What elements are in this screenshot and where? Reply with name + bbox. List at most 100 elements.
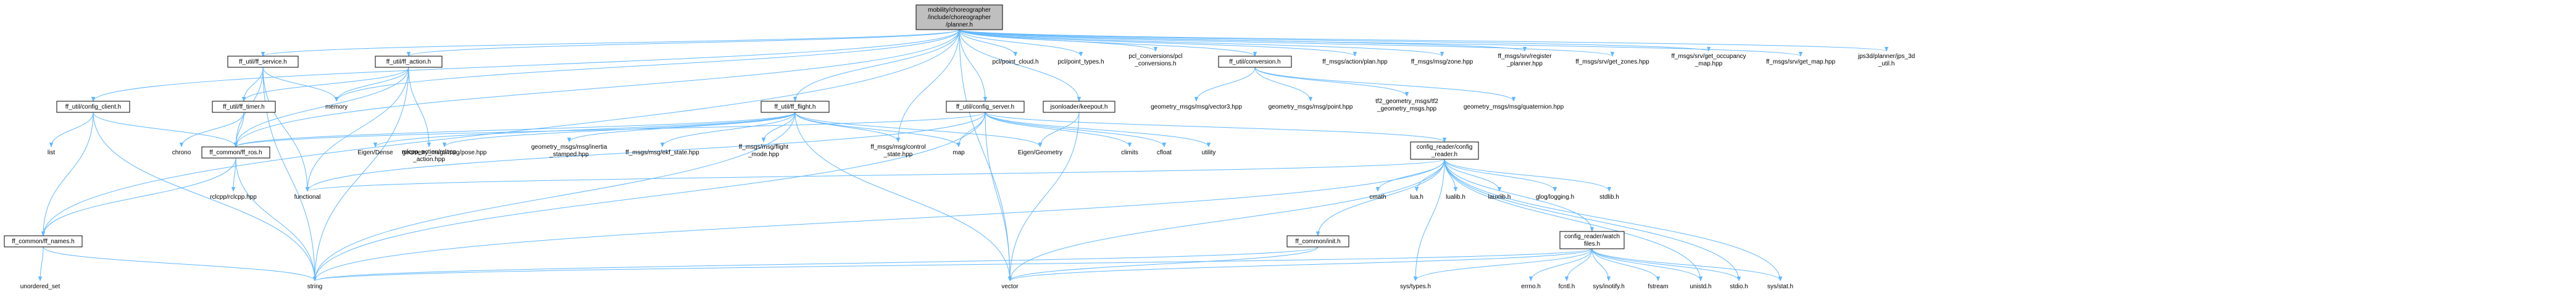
edge-planner-to-memory [336, 29, 960, 102]
edge-planner-to-jps3d [959, 29, 1886, 52]
node-ff-service[interactable]: ff_util/ff_service.h [227, 56, 299, 68]
node-ekf-state: ff_msgs/msg/ekf_state.hpp [625, 149, 699, 156]
node-label: _action.hpp [412, 156, 445, 163]
node-label: ff_util/ff_service.h [239, 59, 286, 65]
node-label: ff_msgs/action/plan.hpp [1322, 59, 1388, 65]
edge-config_client-to-ff_ros [93, 112, 236, 148]
edge-planner-to-pcl_point_cloud [959, 29, 1015, 57]
edge-planner-to-ff_ros [236, 29, 960, 147]
edge-ff_ros-to-ff_names [43, 157, 236, 236]
node-ff-ros[interactable]: ff_common/ff_ros.h [201, 146, 270, 159]
node-label: pcl/point_cloud.h [992, 59, 1038, 65]
edge-init-to-string [315, 246, 1319, 281]
node-fstream: fstream [1648, 283, 1668, 290]
node-label: utility [1202, 149, 1216, 156]
node-init[interactable]: ff_common/init.h [1286, 235, 1349, 248]
node-list: list [48, 149, 55, 156]
node-label: ff_util/config_server.h [956, 104, 1014, 110]
node-errno: errno.h [1521, 283, 1541, 290]
node-label: cfloat [1157, 149, 1172, 156]
node-chrono: chrono [172, 149, 191, 156]
node-box [1559, 231, 1625, 249]
edge-planner-to-srv_occupancy [959, 29, 1709, 52]
node-label: geometry_msgs/msg/pose.hpp [402, 149, 487, 156]
edge-ff_action-to-ff_ros [236, 67, 409, 147]
edge-ff_action-to-rclcpp_action [408, 67, 429, 147]
node-inertia: geometry_msgs/msg/inertia_stamped.hpp [531, 144, 607, 158]
node-label: vector [1001, 283, 1019, 290]
node-box [4, 235, 83, 248]
node-label: list [48, 149, 55, 156]
node-control-state: ff_msgs/msg/control_state.hpp [870, 144, 925, 158]
edge-keepout-to-eigen_geom [1040, 112, 1080, 148]
edge-watch_files-to-fcntl [1567, 248, 1593, 281]
node-label: unistd.h [1690, 283, 1711, 290]
edge-config_server-to-ff_ros [236, 112, 986, 148]
node-config-client[interactable]: ff_util/config_client.h [56, 101, 130, 113]
edge-config_client-to-string [93, 112, 315, 281]
edge-planner-to-srv_get_zones [959, 29, 1612, 57]
node-vector: vector [1001, 283, 1019, 290]
node-ff-names[interactable]: ff_common/ff_names.h [4, 235, 83, 248]
node-config-reader[interactable]: config_reader/config_reader.h [1410, 141, 1479, 160]
node-planner[interactable]: mobility/choreographer/include/choreogra… [915, 4, 1003, 30]
node-ff-timer[interactable]: ff_util/ff_timer.h [212, 101, 276, 113]
edge-config_server-to-cfloat [985, 112, 1164, 148]
node-label: _conversions.h [1134, 60, 1176, 67]
node-label: fstream [1648, 283, 1668, 290]
node-ff-action[interactable]: ff_util/ff_action.h [375, 56, 443, 68]
node-label: _state.hpp [883, 151, 913, 158]
node-label: ff_msgs/srv/register [1498, 53, 1552, 60]
node-rclcpp: rclcpp/rclcpp.hpp [210, 194, 257, 201]
edge-config_reader-to-watch_files [1444, 159, 1592, 231]
node-label: fcntl.h [1559, 283, 1575, 290]
node-label: ff_msgs/srv/get_map.hpp [1766, 59, 1836, 65]
edge-watch_files-to-fstream [1591, 248, 1658, 281]
node-label: _stamped.hpp [549, 151, 589, 158]
edge-config_reader-to-stdlib [1444, 159, 1609, 192]
edge-config_reader-to-init [1318, 159, 1445, 236]
edge-watch_files-to-vector [1010, 248, 1593, 281]
node-box [946, 101, 1025, 113]
node-label: ff_common/init.h [1295, 238, 1340, 245]
node-box [201, 146, 270, 159]
node-config-server[interactable]: ff_util/config_server.h [946, 101, 1025, 113]
edge-config_reader-to-sys_types [1415, 159, 1445, 281]
edge-watch_files-to-string [315, 248, 1593, 281]
node-keepout[interactable]: jsonloader/keepout.h [1043, 101, 1115, 113]
node-cfloat: cfloat [1157, 149, 1172, 156]
edge-keepout-to-vector [1010, 112, 1080, 281]
node-label: ff_common/ff_ros.h [209, 149, 262, 156]
node-stdlib: stdlib.h [1599, 194, 1619, 201]
node-label: config_reader/config [1417, 144, 1473, 151]
node-label: map [952, 149, 965, 156]
edge-planner-to-config_server [959, 29, 985, 101]
node-label: _reader.h [1431, 151, 1457, 158]
edge-ff_ros-to-string [235, 157, 315, 281]
node-geom-quat: geometry_msgs/msg/quaternion.hpp [1464, 104, 1564, 110]
node-geom-pose: geometry_msgs/msg/pose.hpp [402, 149, 487, 156]
node-ff-flight[interactable]: ff_util/ff_flight.h [761, 101, 830, 113]
node-label: stdlib.h [1599, 194, 1619, 201]
node-conversion[interactable]: ff_util/conversion.h [1218, 56, 1292, 68]
node-box [1286, 235, 1349, 248]
node-label: ff_util/conversion.h [1229, 59, 1280, 65]
node-label: ff_util/ff_timer.h [223, 104, 264, 110]
node-label: pcl_conversions/pcl [1128, 53, 1182, 60]
node-sys-stat: sys/stat.h [1767, 283, 1793, 290]
node-tf2-geom: tf2_geometry_msgs/tf2_geometry_msgs.hpp [1375, 98, 1438, 112]
edge-conversion-to-geom_quat [1254, 67, 1514, 102]
node-jps3d: jps3d/planner/jps_3d_util.h [1857, 53, 1915, 67]
edge-watch_files-to-stdio [1591, 248, 1739, 281]
node-label: sys/stat.h [1767, 283, 1793, 290]
edge-init-to-vector [1010, 246, 1319, 281]
node-flight-mode: ff_msgs/msg/flight_mode.hpp [739, 144, 789, 158]
node-label: ff_util/config_client.h [65, 104, 121, 110]
edge-planner-to-ff_flight [795, 29, 960, 101]
node-label: tf2_geometry_msgs/tf2 [1375, 98, 1438, 105]
edge-config_server-to-functional [307, 112, 986, 191]
node-label: lua.h [1410, 194, 1423, 201]
edge-ff_service-to-string [262, 67, 315, 281]
